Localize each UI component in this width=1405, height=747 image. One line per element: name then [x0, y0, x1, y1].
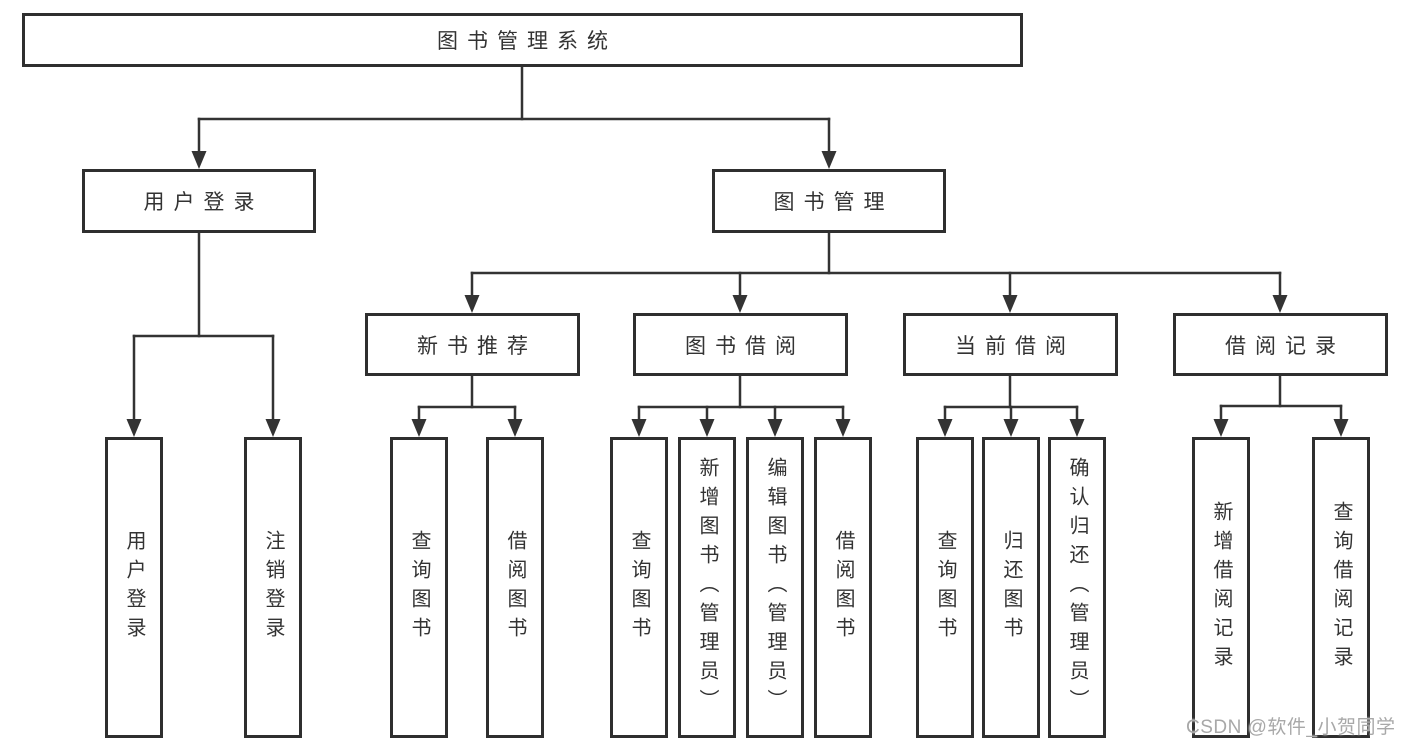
node-label: 确认归还（管理员） — [1066, 457, 1088, 718]
node-label: 图书管理系统 — [437, 30, 617, 53]
node-label: 查询图书 — [628, 529, 650, 646]
leaf-logout: 注销登录 — [244, 437, 302, 738]
leaf-borrow-books: 借阅图书 — [486, 437, 544, 738]
connector-book-mgmt-to-level3 — [464, 231, 1288, 313]
node-label: 用户登录 — [143, 191, 264, 214]
leaf-add-book-admin: 新增图书（管理员） — [678, 437, 736, 738]
connector-root-to-level2 — [191, 65, 837, 169]
connector-borrow-records-to-leaves — [1213, 374, 1349, 437]
leaf-borrow-books: 借阅图书 — [814, 437, 872, 738]
leaf-query-borrow-record: 查询借阅记录 — [1312, 437, 1370, 738]
leaf-return-book: 归还图书 — [982, 437, 1040, 738]
connector-user-login-to-leaves — [126, 231, 281, 437]
node-label: 图书借阅 — [685, 334, 805, 358]
connector-new-book-to-leaves — [411, 374, 523, 437]
node-label: 编辑图书（管理员） — [764, 457, 786, 718]
node-label: 查询图书 — [934, 529, 956, 646]
leaf-edit-book-admin: 编辑图书（管理员） — [746, 437, 804, 738]
node-label: 借阅记录 — [1225, 334, 1345, 358]
node-new-book-recommendation: 新书推荐 — [365, 313, 580, 376]
leaf-user-login: 用户登录 — [105, 437, 163, 738]
leaf-confirm-return-admin: 确认归还（管理员） — [1048, 437, 1106, 738]
node-label: 注销登录 — [262, 529, 284, 646]
connector-current-borrow-to-leaves — [937, 374, 1085, 437]
leaf-query-books: 查询图书 — [916, 437, 974, 738]
node-label: 借阅图书 — [832, 529, 854, 646]
node-book-management: 图书管理 — [712, 169, 946, 233]
node-book-borrowing: 图书借阅 — [633, 313, 848, 376]
node-label: 新增借阅记录 — [1210, 500, 1232, 675]
node-user-login: 用户登录 — [82, 169, 316, 233]
node-label: 借阅图书 — [504, 529, 526, 646]
node-label: 用户登录 — [123, 529, 145, 646]
connector-book-borrow-to-leaves — [631, 374, 851, 437]
leaf-query-books: 查询图书 — [390, 437, 448, 738]
node-label: 新增图书（管理员） — [696, 457, 718, 718]
node-label: 归还图书 — [1000, 529, 1022, 646]
node-label: 查询图书 — [408, 529, 430, 646]
node-label: 当前借阅 — [955, 334, 1075, 358]
csdn-watermark: CSDN @软件_小贺同学 — [1186, 717, 1396, 738]
node-current-borrowing: 当前借阅 — [903, 313, 1118, 376]
node-borrowing-records: 借阅记录 — [1173, 313, 1388, 376]
node-library-management-system: 图书管理系统 — [22, 13, 1023, 67]
node-label: 新书推荐 — [417, 334, 537, 358]
leaf-query-books: 查询图书 — [610, 437, 668, 738]
node-label: 查询借阅记录 — [1330, 500, 1352, 675]
node-label: 图书管理 — [773, 191, 894, 214]
leaf-add-borrow-record: 新增借阅记录 — [1192, 437, 1250, 738]
